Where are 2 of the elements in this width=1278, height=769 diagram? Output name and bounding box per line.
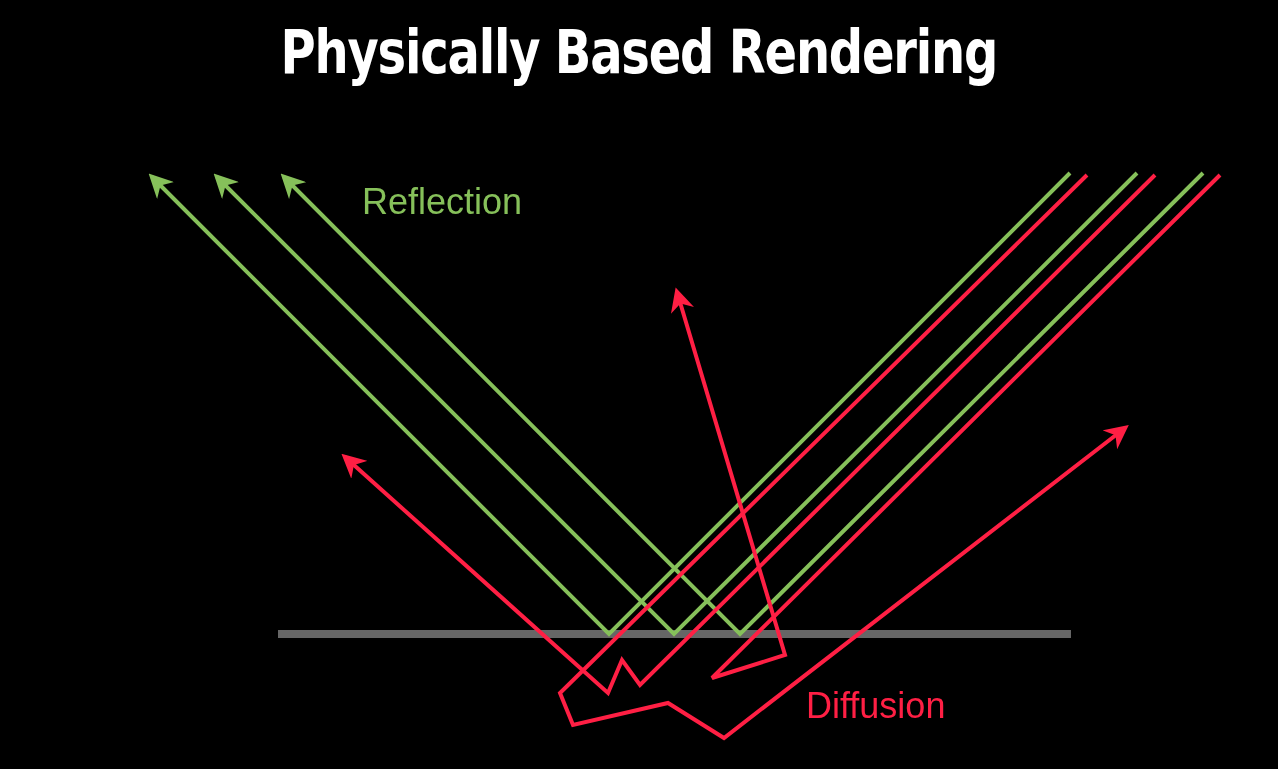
ray-label: Diffusion (806, 688, 946, 724)
ray-label: Reflection (362, 184, 523, 220)
